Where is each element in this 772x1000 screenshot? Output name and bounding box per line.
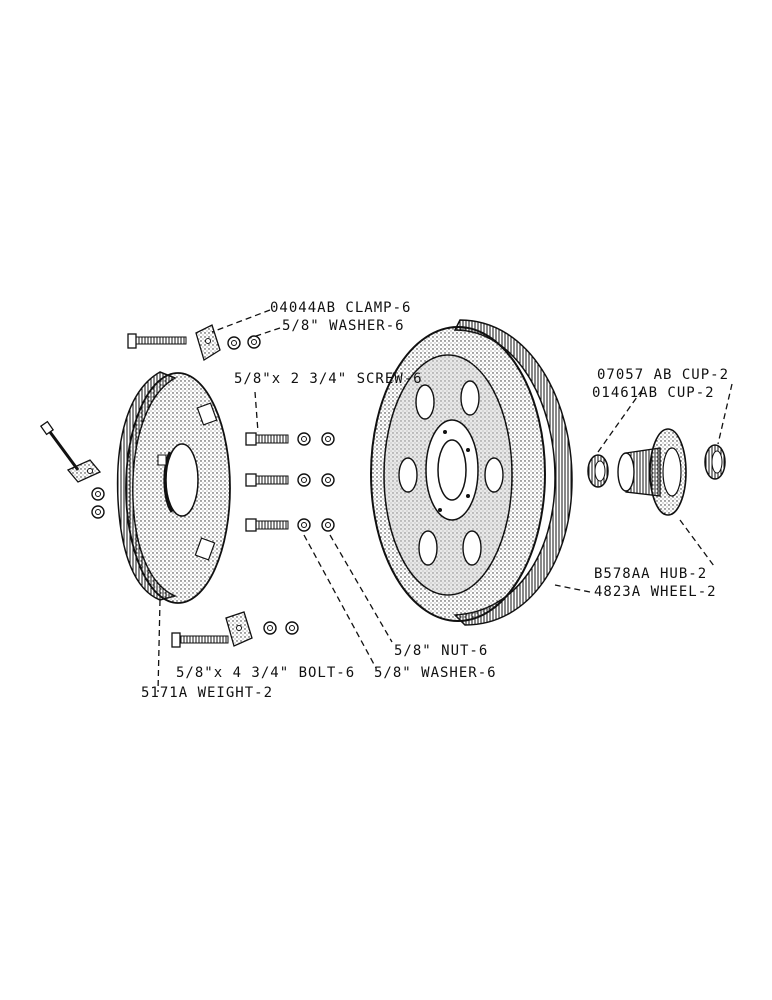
screw-1 [245,432,335,446]
screw-set [245,432,335,532]
label-washer-bottom: 5/8" WASHER-6 [374,665,497,681]
label-clamp: 04044AB CLAMP-6 [270,300,411,316]
label-bolt: 5/8"x 4 3/4" BOLT-6 [176,665,355,681]
label-washer-top: 5/8" WASHER-6 [282,318,405,334]
leader-lines [157,309,733,693]
cup-left-part [587,454,609,488]
label-weight: 5171A WEIGHT-2 [141,685,273,701]
screw-3 [245,518,335,532]
hub-part [617,428,687,516]
bottom-bolt-assembly [171,611,299,648]
label-wheel: 4823A WHEEL-2 [594,584,717,600]
label-cup-1: 07057 AB CUP-2 [597,367,729,383]
wheel-part [370,319,573,626]
screw-2 [245,473,335,487]
label-nut: 5/8" NUT-6 [394,643,488,659]
label-hub: B578AA HUB-2 [594,566,707,582]
weight-part [116,371,231,604]
cup-right-part [704,444,726,480]
top-bolt-assembly [127,324,261,362]
label-screw: 5/8"x 2 3/4" SCREW-6 [234,371,423,387]
left-bolt-assembly [39,420,105,519]
label-cup-2: 01461AB CUP-2 [592,385,715,401]
labels: 04044AB CLAMP-6 5/8" WASHER-6 5/8"x 2 3/… [141,300,729,701]
